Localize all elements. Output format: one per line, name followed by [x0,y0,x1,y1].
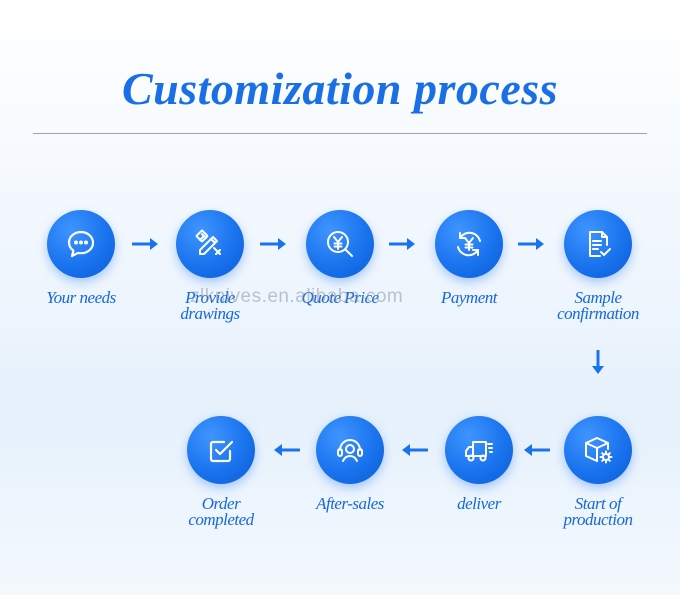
yen-magnifier-icon [327,231,353,257]
step-label: Order completed [188,494,254,529]
yen-refresh-icon [457,231,481,257]
step-label: Sample confirmation [557,288,639,323]
step-label: After-sales [316,494,384,513]
watermark: zlknives.en.alibaba.com [190,286,404,307]
step-quote-price: Quote Price [280,210,400,306]
step-provide-drawings: Provide drawings [150,210,270,322]
page-title: Customization process [121,63,559,114]
arrow-left-icon [524,444,550,456]
step-after-sales: After-sales [290,416,410,512]
headset-icon [337,439,363,462]
step-order-completed: Order completed [161,416,281,528]
step-deliver: deliver [419,416,539,512]
step-payment: Payment [409,210,529,306]
step-your-needs: Your needs [21,210,141,306]
step-label: Your needs [46,288,116,307]
arrow-left-icon [402,444,428,456]
pencil-ruler-icon [195,229,221,255]
step-start-of-production: Start of production [538,416,658,528]
arrow-right-icon [389,238,415,250]
step-label: Quote Price [301,288,379,307]
document-check-icon [589,231,611,257]
arrow-right-icon [260,238,286,250]
step-label: Payment [441,288,497,307]
chat-bubble-icon [67,230,95,258]
step-label: deliver [457,494,501,513]
step-label: Start of production [563,494,633,529]
checkbox-icon [209,440,234,463]
step-sample-confirmation: Sample confirmation [538,210,658,322]
arrow-left-icon [274,444,300,456]
divider [33,133,647,134]
arrow-right-icon [518,238,544,250]
step-label: Provide drawings [180,288,240,323]
delivery-truck-icon [465,441,493,462]
box-gear-icon [585,437,613,464]
arrow-right-icon [132,238,158,250]
arrow-down-icon [592,350,604,374]
